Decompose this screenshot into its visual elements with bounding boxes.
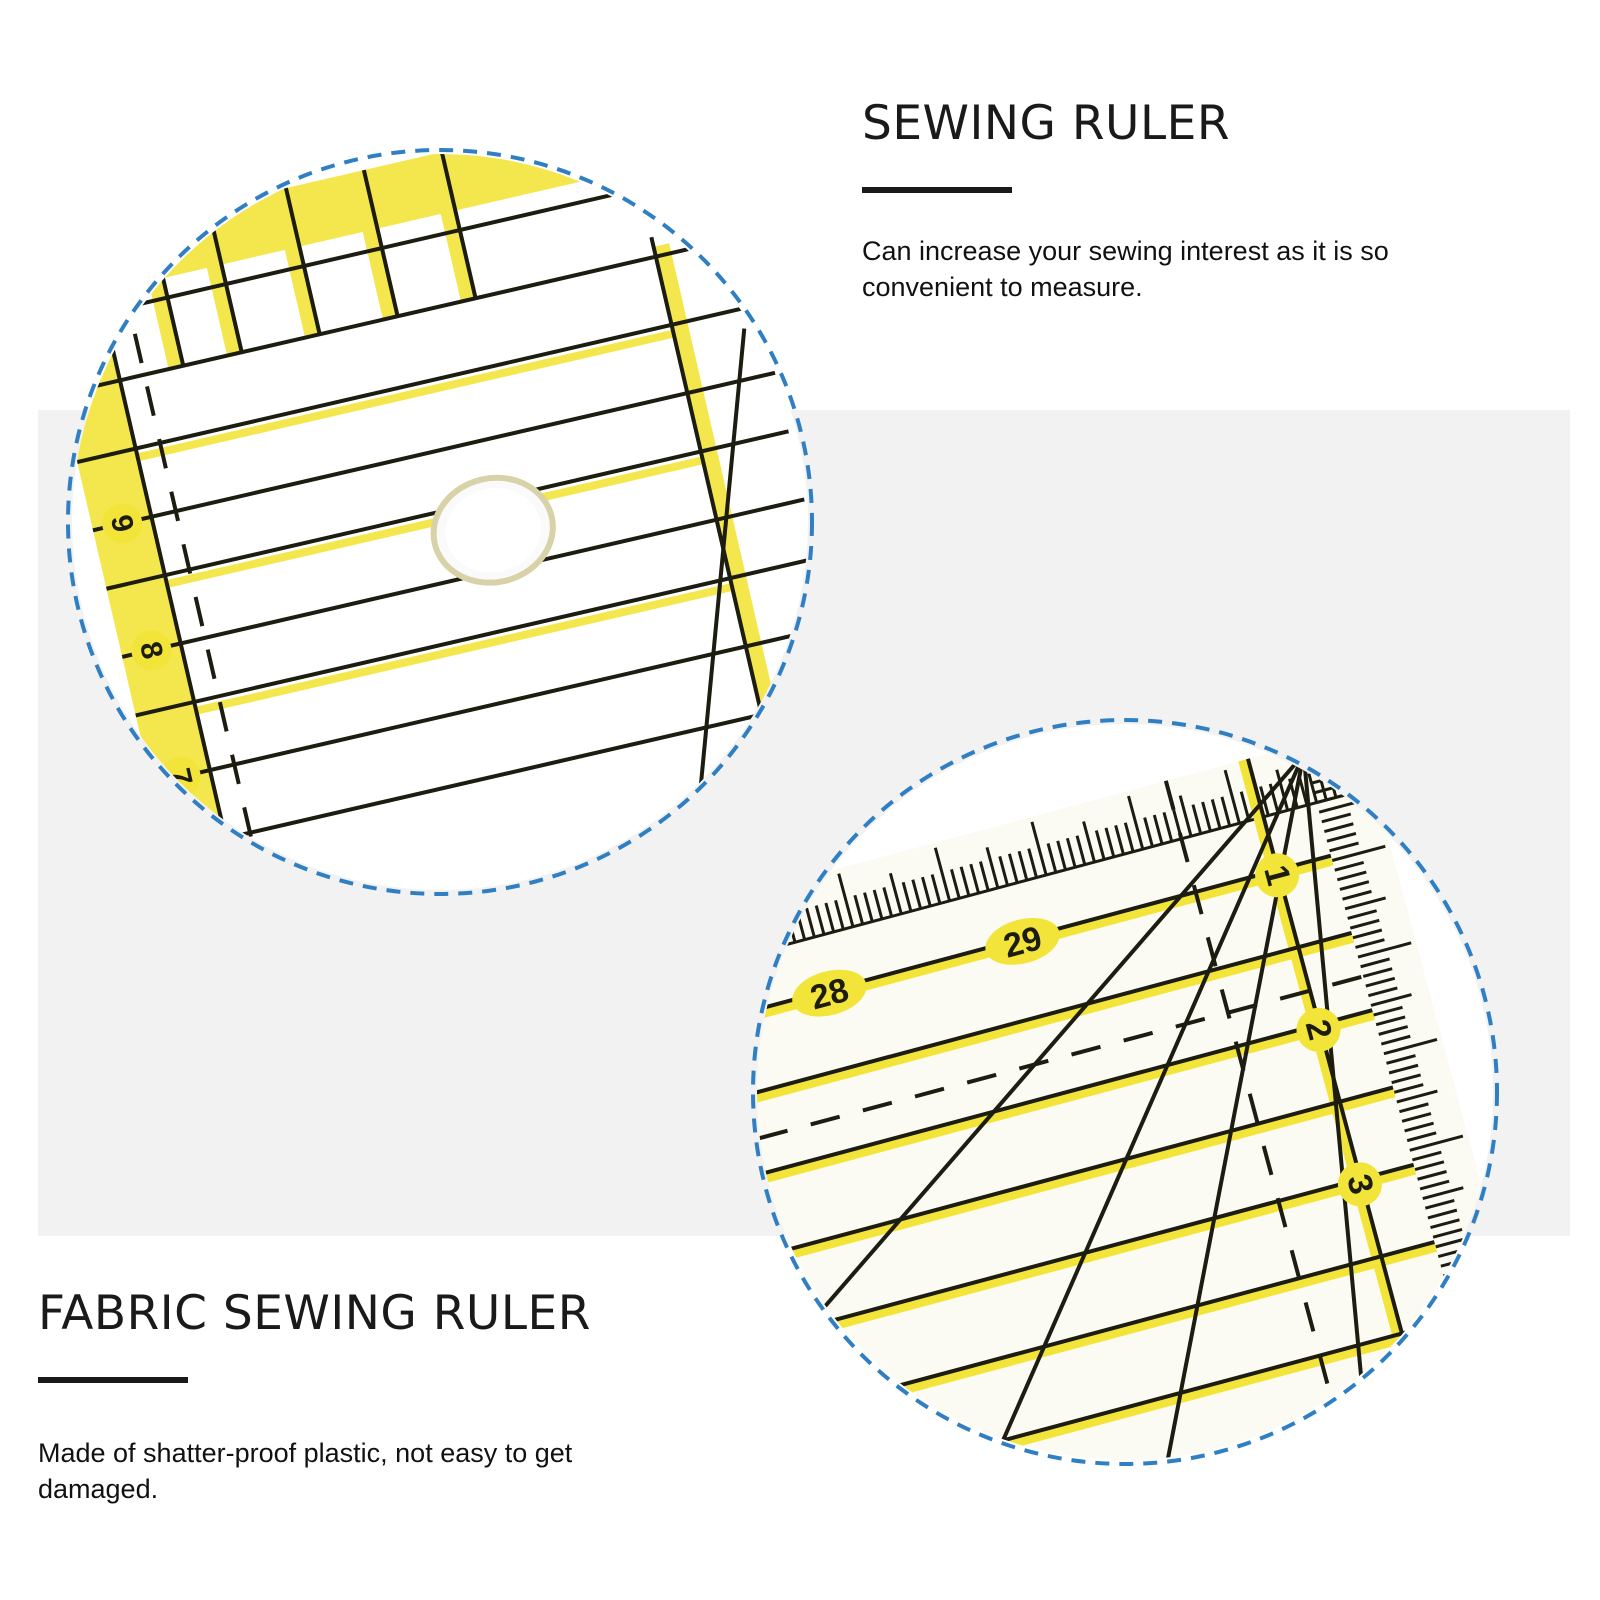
- section-2-description: Made of shatter-proof plastic, not easy …: [38, 1438, 573, 1504]
- section-2-title: FABRIC SEWING RULER: [38, 1286, 591, 1341]
- section-1-title: SEWING RULER: [862, 96, 1230, 151]
- ruler-a-number-8: 8: [133, 638, 169, 662]
- section-2-divider: [38, 1377, 188, 1383]
- magnified-ruler-corner-photo: 28 29 1 2 3: [751, 718, 1499, 1466]
- ruler-a-number-9: 9: [104, 512, 140, 536]
- magnified-ruler-photo: 9 8 7: [66, 148, 814, 896]
- section-1-description: Can increase your sewing interest as it …: [862, 236, 1389, 302]
- section-1-divider: [862, 187, 1012, 193]
